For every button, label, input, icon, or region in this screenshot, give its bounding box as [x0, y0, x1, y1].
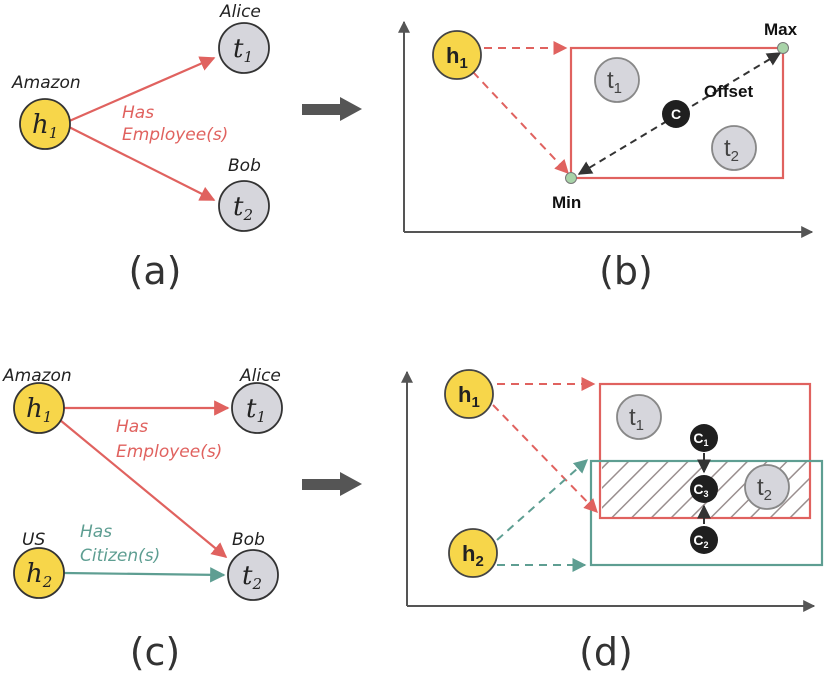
min-point: [565, 172, 577, 184]
svg-text:t1: t1: [607, 67, 622, 97]
relation-label-employee: Employee(s): [122, 125, 228, 145]
svg-text:h1: h1: [26, 394, 52, 426]
svg-text:C1: C1: [693, 430, 708, 448]
node-h2-d: h2: [448, 528, 498, 578]
svg-text:h1: h1: [458, 382, 480, 411]
caption-c: (c): [130, 630, 181, 674]
svg-text:C2: C2: [693, 532, 708, 550]
center-c3: C3: [690, 475, 718, 503]
min-label: Min: [552, 193, 581, 212]
entity-label-amazon-c: Amazon: [2, 366, 72, 386]
node-h2-c: h2: [13, 547, 65, 599]
svg-text:h2: h2: [462, 541, 484, 570]
entity-label-amazon: Amazon: [11, 73, 81, 93]
svg-text:t2: t2: [757, 474, 772, 504]
edge-h1-t1: [66, 56, 216, 124]
box-b: [569, 46, 785, 180]
node-t1-b: t1: [594, 57, 640, 103]
center-c1: C1: [690, 424, 718, 452]
svg-text:t2: t2: [242, 561, 262, 593]
panel-c: Amazon US Alice Bob Has Employee(s) Has …: [2, 366, 283, 674]
node-t1: t1: [218, 22, 270, 74]
caption-a: (a): [129, 249, 182, 293]
svg-text:h2: h2: [26, 559, 52, 591]
entity-label-bob: Bob: [228, 156, 261, 176]
offset-label: Offset: [704, 82, 753, 101]
caption-b: (b): [599, 249, 653, 293]
edge-h2-t2-c: [63, 567, 226, 583]
node-t2: t2: [218, 180, 270, 232]
panel-a: Amazon Alice Bob Has Employee(s) h1 t1 t…: [11, 2, 270, 293]
node-t1-c: t1: [231, 382, 283, 434]
node-h1-b: h1: [432, 30, 482, 80]
transform-arrow-top: [302, 97, 362, 121]
relation-label-has-c: Has: [116, 417, 148, 437]
relation-label-has: Has: [122, 103, 154, 123]
center-c-b: C: [662, 100, 690, 128]
dashed-arrow-h1-min: [472, 71, 569, 175]
node-h1-c: h1: [13, 382, 65, 434]
svg-text:t1: t1: [246, 394, 266, 426]
center-c2: C2: [690, 526, 718, 554]
svg-text:C: C: [671, 106, 681, 122]
relation-label-employee-c: Employee(s): [116, 442, 222, 462]
relation-label-has-citizen: Has: [80, 522, 112, 542]
node-t1-d: t1: [616, 394, 662, 440]
entity-label-bob-c: Bob: [232, 530, 265, 550]
node-t2-c: t2: [227, 549, 279, 601]
offset-arrow: [577, 52, 782, 175]
svg-text:C3: C3: [693, 481, 708, 499]
svg-text:t1: t1: [629, 404, 644, 434]
svg-text:h1: h1: [446, 43, 468, 72]
edge-h1-t2: [66, 125, 216, 201]
svg-text:t2: t2: [233, 192, 253, 224]
node-t2-d: t2: [744, 464, 790, 510]
caption-d: (d): [579, 630, 633, 674]
panel-b: Max Min Offset h1 t1 t2 C (b): [398, 20, 814, 293]
dashed-arrow-h2-top: [496, 459, 589, 541]
svg-text:t1: t1: [233, 34, 253, 66]
node-h1-d: h1: [444, 369, 494, 419]
max-point: [777, 42, 789, 54]
transform-arrow-bottom: [302, 472, 362, 496]
svg-text:h1: h1: [32, 110, 58, 142]
node-t2-b: t2: [711, 125, 757, 171]
relation-label-citizen: Citizen(s): [80, 546, 160, 566]
edge-h1-t2-c: [59, 419, 228, 558]
entity-label-us: US: [22, 530, 45, 550]
svg-text:t2: t2: [724, 135, 739, 165]
entity-label-alice-c: Alice: [239, 366, 281, 386]
entity-label-alice: Alice: [219, 2, 261, 22]
node-h1: h1: [19, 98, 71, 150]
dashed-arrow-h1-bottom: [492, 404, 598, 514]
panel-d: h1 h2 t1 t2 C1 C3 C2 (d): [401, 369, 824, 674]
max-label: Max: [764, 20, 798, 39]
